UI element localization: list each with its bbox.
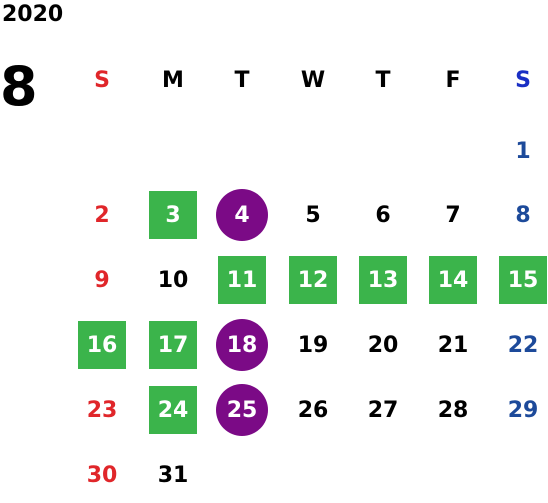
weekday-header: F <box>445 67 461 93</box>
month-label: 8 <box>0 55 38 118</box>
day-cell[interactable]: 20 <box>367 332 399 358</box>
weekday-header: S <box>94 67 110 93</box>
day-cell[interactable]: 18 <box>216 319 268 371</box>
day-cell[interactable]: 27 <box>367 397 399 423</box>
day-cell[interactable]: 8 <box>515 202 531 228</box>
weekday-header: S <box>515 67 531 93</box>
day-cell[interactable]: 25 <box>216 384 268 436</box>
day-cell[interactable]: 22 <box>507 332 539 358</box>
weekday-header: T <box>375 67 391 93</box>
day-cell[interactable]: 14 <box>429 256 477 304</box>
day-cell[interactable]: 12 <box>289 256 337 304</box>
day-cell[interactable]: 4 <box>216 189 268 241</box>
year-label: 2020 <box>2 2 64 27</box>
day-cell[interactable]: 5 <box>305 202 321 228</box>
day-cell[interactable]: 17 <box>149 321 197 369</box>
weekday-header: M <box>162 67 184 93</box>
day-cell[interactable]: 29 <box>507 397 539 423</box>
day-cell[interactable]: 16 <box>78 321 126 369</box>
day-cell[interactable]: 6 <box>375 202 391 228</box>
day-cell[interactable]: 23 <box>86 397 118 423</box>
day-cell[interactable]: 19 <box>297 332 329 358</box>
day-cell[interactable]: 11 <box>218 256 266 304</box>
day-cell[interactable]: 15 <box>499 256 547 304</box>
day-cell[interactable]: 31 <box>157 462 189 488</box>
day-cell[interactable]: 13 <box>359 256 407 304</box>
day-cell[interactable]: 24 <box>149 386 197 434</box>
day-cell[interactable]: 9 <box>94 267 110 293</box>
day-cell[interactable]: 30 <box>86 462 118 488</box>
day-cell[interactable]: 28 <box>437 397 469 423</box>
day-cell[interactable]: 10 <box>157 267 189 293</box>
day-cell[interactable]: 1 <box>515 138 531 164</box>
day-cell[interactable]: 2 <box>94 202 110 228</box>
day-cell[interactable]: 21 <box>437 332 469 358</box>
weekday-header: W <box>300 67 326 93</box>
day-cell[interactable]: 26 <box>297 397 329 423</box>
weekday-header: T <box>234 67 250 93</box>
day-cell[interactable]: 3 <box>149 191 197 239</box>
day-cell[interactable]: 7 <box>445 202 461 228</box>
